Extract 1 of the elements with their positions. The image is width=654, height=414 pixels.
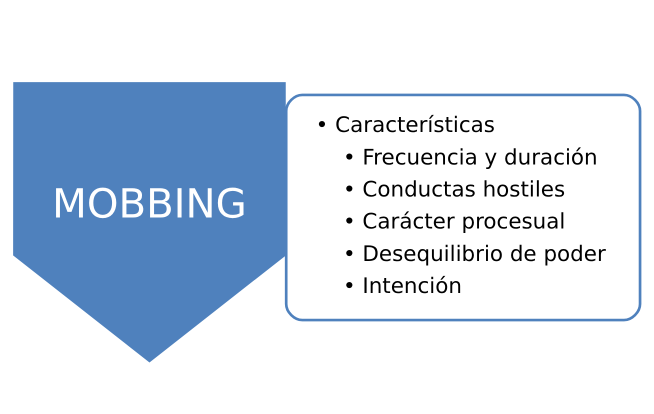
node-box: • Características • Frecuencia y duración • Conductas hostiles • Carácter procesual • Desequilibrio de poder • Intención	[284, 93, 642, 321]
